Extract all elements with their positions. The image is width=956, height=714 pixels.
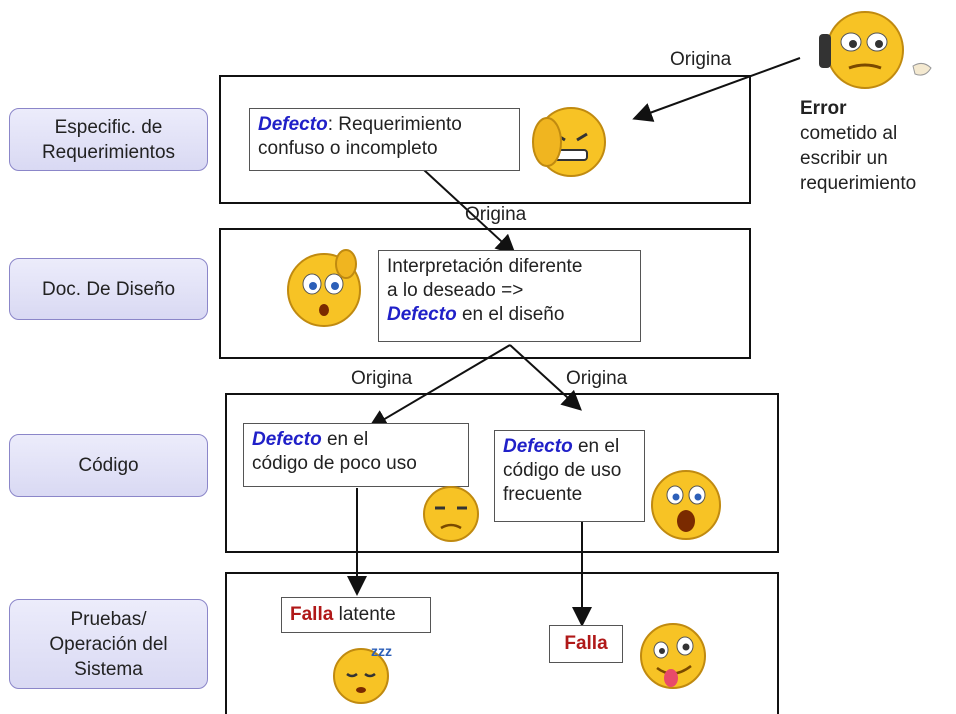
stage-label-line: Especific. de: [54, 116, 163, 138]
stage-label-code: Código: [9, 434, 208, 497]
defect-keyword: Defecto: [258, 114, 328, 135]
stage-label-testing: Pruebas/ Operación del Sistema: [9, 599, 208, 689]
arrow-design-to-code-right: [509, 344, 582, 411]
note-failure: Falla: [549, 625, 623, 663]
error-line: requerimiento: [800, 173, 917, 194]
note-text: código de uso: [503, 460, 622, 481]
stage-label-line: Operación del: [49, 633, 168, 655]
arrow-label-origina-req-design: Origina: [465, 204, 527, 225]
arrow-req-to-design: [423, 169, 516, 255]
note-text: : Requerimiento: [327, 114, 462, 135]
note-text: en el: [321, 429, 369, 450]
error-line: cometido al: [800, 123, 898, 144]
stage-label-line: Requerimientos: [41, 141, 176, 163]
stage-label-design: Doc. De Diseño: [9, 258, 208, 320]
note-design-defect: Interpretación diferente a lo deseado =>…: [378, 250, 641, 342]
arrow-label-origina-top: Origina: [670, 49, 732, 70]
defect-keyword: Defecto: [252, 429, 322, 450]
phone-emoji-icon: [819, 11, 932, 89]
sleeping-emoji-icon: zzz: [333, 643, 392, 704]
note-text: latente: [333, 604, 396, 625]
note-code-left-defect: Defecto en el código de poco uso: [243, 423, 469, 487]
arrow-label-origina-design-right: Origina: [566, 368, 628, 389]
failure-keyword: Falla: [564, 633, 608, 654]
error-title: Error: [800, 98, 847, 119]
diagram: Especific. de Requerimientos Doc. De Dis…: [9, 0, 956, 714]
note-text: en el diseño: [456, 304, 565, 325]
note-req-defect: Defecto: Requerimiento confuso o incompl…: [249, 108, 520, 171]
stage-label-line: Sistema: [74, 658, 143, 680]
note-text: a lo deseado =>: [387, 280, 524, 301]
defect-keyword: Defecto: [387, 304, 457, 325]
stage-label-line: Código: [78, 455, 139, 476]
arrow-design-to-code-left: [367, 344, 511, 430]
stage-label-line: Pruebas/: [70, 608, 147, 630]
arrow-label-origina-design-left: Origina: [351, 368, 413, 389]
stage-label-requirements: Especific. de Requerimientos: [9, 108, 208, 171]
note-latent-failure: Falla latente: [281, 597, 431, 633]
arrow-error-to-req: [632, 57, 801, 122]
note-text: código de poco uso: [252, 453, 417, 474]
error-line: escribir un: [800, 148, 888, 169]
svg-text:zzz: zzz: [371, 643, 392, 659]
note-text: en el: [572, 436, 620, 457]
silly-emoji-icon: [640, 623, 706, 689]
defect-keyword: Defecto: [503, 436, 573, 457]
note-text: frecuente: [503, 484, 583, 505]
stage-label-line: Doc. De Diseño: [41, 278, 176, 300]
surprised-emoji-icon: [651, 470, 721, 540]
note-text: confuso o incompleto: [258, 138, 438, 159]
error-note: Error cometido al escribir un requerimie…: [800, 96, 916, 196]
unamused-emoji-icon: [423, 486, 479, 542]
frustrated-emoji-icon: [532, 107, 606, 177]
note-text: Interpretación diferente: [387, 256, 583, 277]
failure-keyword: Falla: [290, 604, 334, 625]
note-code-right-defect: Defecto en el código de uso frecuente: [494, 430, 645, 522]
confused-emoji-icon: [287, 249, 361, 327]
